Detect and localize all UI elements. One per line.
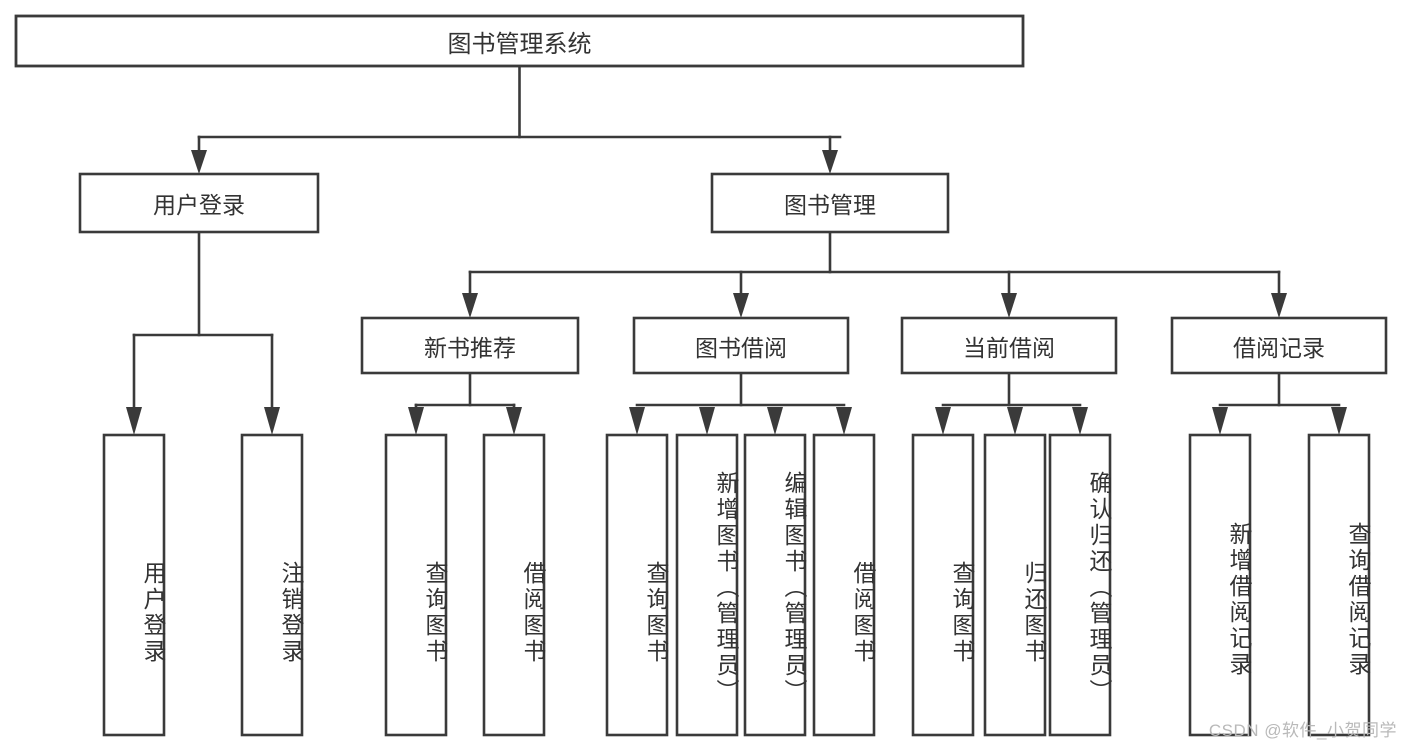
arrow-to-leaf-confirm-return — [1072, 407, 1088, 435]
node-book-manage[interactable] — [710, 172, 950, 234]
node-current-borrow[interactable] — [900, 316, 1118, 375]
arrow-to-book-manage — [822, 150, 838, 174]
node-borrow-record[interactable] — [1170, 316, 1388, 375]
arrow-to-leaf-query-record — [1331, 407, 1347, 435]
arrow-to-book-borrow — [733, 293, 749, 318]
arrow-to-leaf-edit-book — [767, 407, 783, 435]
node-new-book-recommend[interactable] — [360, 316, 580, 375]
node-leaf-add-record[interactable] — [1188, 433, 1252, 737]
arrow-to-leaf-user-login — [126, 407, 142, 435]
arrow-to-leaf-return-book — [1007, 407, 1023, 435]
arrow-to-leaf-query-book-3 — [935, 407, 951, 435]
arrow-to-current-borrow — [1001, 293, 1017, 318]
node-leaf-query-record[interactable] — [1307, 433, 1371, 737]
node-leaf-return-book[interactable] — [983, 433, 1047, 737]
node-leaf-add-book[interactable] — [675, 433, 739, 737]
watermark: CSDN @软件_小贺同学 — [1208, 721, 1397, 740]
connector-layer — [126, 64, 1347, 435]
arrow-to-leaf-query-book-2 — [629, 407, 645, 435]
node-leaf-borrow-book-2[interactable] — [812, 433, 876, 737]
node-leaf-edit-book[interactable] — [743, 433, 807, 737]
node-user-login[interactable] — [78, 172, 320, 234]
arrow-to-leaf-query-book-1 — [408, 407, 424, 435]
node-leaf-confirm-return[interactable] — [1048, 433, 1112, 737]
arrow-to-new-book-recommend — [462, 293, 478, 318]
node-root[interactable] — [14, 14, 1025, 68]
arrow-to-borrow-record — [1271, 293, 1287, 318]
arrow-to-leaf-add-book — [699, 407, 715, 435]
node-book-borrow[interactable] — [632, 316, 850, 375]
node-leaf-query-book-3[interactable] — [911, 433, 975, 737]
node-layer — [14, 14, 1388, 737]
node-leaf-borrow-book-1[interactable] — [482, 433, 546, 737]
arrow-to-leaf-borrow-book-1 — [506, 407, 522, 435]
arrow-to-user-login — [191, 150, 207, 174]
arrow-to-leaf-add-record — [1212, 407, 1228, 435]
node-leaf-user-logout[interactable] — [240, 433, 304, 737]
node-leaf-query-book-2[interactable] — [605, 433, 669, 737]
node-leaf-query-book-1[interactable] — [384, 433, 448, 737]
arrow-to-leaf-user-logout — [264, 407, 280, 435]
arrow-to-leaf-borrow-book-2 — [836, 407, 852, 435]
node-leaf-user-login[interactable] — [102, 433, 166, 737]
